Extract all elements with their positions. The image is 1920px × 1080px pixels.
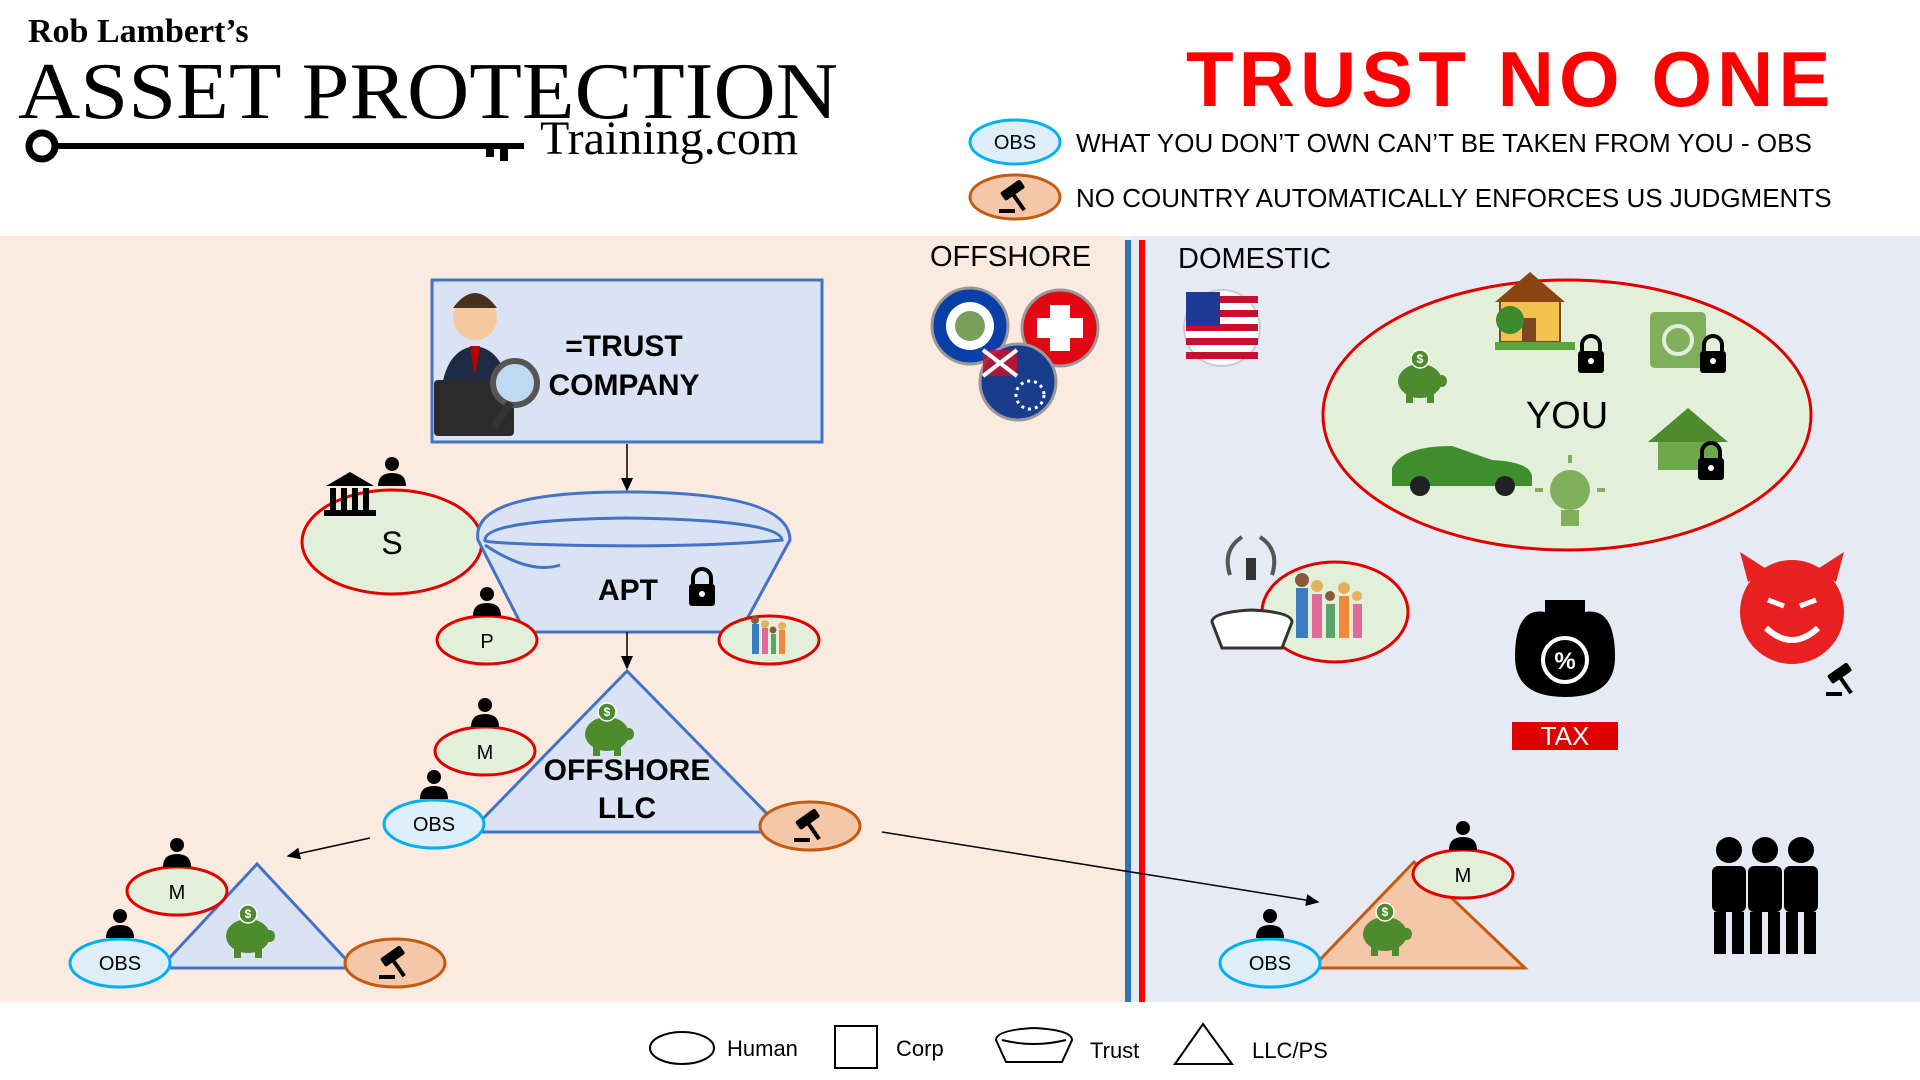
family-icon bbox=[751, 616, 786, 654]
sub-llc-obs-node[interactable] bbox=[68, 937, 172, 989]
tax-badge bbox=[1512, 722, 1618, 750]
connector-llc-sub bbox=[286, 837, 371, 860]
brand-main: ASSET PROTECTION bbox=[18, 48, 838, 136]
page-title: TRUST NO ONE bbox=[1186, 35, 1835, 123]
legend-corp-swatch bbox=[834, 1025, 878, 1069]
protector-label: P bbox=[480, 631, 493, 653]
domestic-llc-obs-label: OBS bbox=[1249, 953, 1291, 975]
sub-llc-manager-node[interactable] bbox=[125, 865, 229, 917]
house-icon bbox=[1495, 272, 1575, 350]
switzerland-flag bbox=[1020, 288, 1100, 368]
brand-logo: Rob Lambert’s ASSET PROTECTION Training.… bbox=[18, 13, 838, 165]
rule-judgments: NO COUNTRY AUTOMATICALLY ENFORCES US JUD… bbox=[968, 173, 1832, 221]
apt-trust[interactable] bbox=[476, 490, 792, 634]
trust-company-line2: COMPANY bbox=[548, 369, 699, 402]
rule-judgments-text: NO COUNTRY AUTOMATICALLY ENFORCES US JUD… bbox=[1076, 183, 1832, 213]
car-icon bbox=[1392, 446, 1532, 496]
legend-trust-label: Trust bbox=[1090, 1038, 1139, 1063]
legend-corp-label: Corp bbox=[896, 1036, 944, 1061]
legend-llc-swatch bbox=[1173, 1022, 1234, 1065]
domestic-llc-manager-label: M bbox=[1455, 865, 1472, 887]
offshore-label: OFFSHORE bbox=[930, 241, 1091, 273]
family-icon bbox=[1295, 573, 1362, 638]
tax-bag-icon: % bbox=[1515, 600, 1615, 697]
belize-flag bbox=[930, 286, 1010, 366]
trust-company-box[interactable]: =TRUST COMPANY bbox=[430, 278, 824, 444]
llc-obs-label: OBS bbox=[413, 814, 455, 836]
beneficiaries-node[interactable] bbox=[717, 614, 821, 666]
svg-text:%: % bbox=[1554, 648, 1575, 675]
usa-flag bbox=[1183, 289, 1261, 367]
llc-obs-node[interactable] bbox=[382, 798, 486, 850]
legend-trust-swatch bbox=[994, 1026, 1074, 1063]
you-label: YOU bbox=[1526, 395, 1608, 437]
legend-llc-label: LLC/PS bbox=[1252, 1038, 1328, 1063]
laurel-icon bbox=[1225, 535, 1277, 580]
offshore-llc-line2: LLC bbox=[598, 792, 656, 825]
offshore-llc[interactable] bbox=[466, 668, 789, 834]
obs-badge bbox=[968, 118, 1062, 166]
domestic-llc[interactable] bbox=[1308, 859, 1529, 970]
lightbulb-icon bbox=[1535, 455, 1605, 526]
offshore-llc-line1: OFFSHORE bbox=[544, 754, 711, 787]
protector-node[interactable] bbox=[435, 614, 539, 666]
sub-llc-obs-label: OBS bbox=[99, 953, 141, 975]
bank-icon bbox=[324, 472, 376, 516]
rule-obs-text: WHAT YOU DON’T OWN CAN’T BE TAKEN FROM Y… bbox=[1076, 128, 1812, 158]
key-icon bbox=[25, 129, 524, 163]
brand-top: Rob Lambert’s bbox=[28, 13, 249, 50]
legend-human-label: Human bbox=[727, 1036, 798, 1061]
connector-llc-domestic bbox=[881, 831, 1320, 907]
safe-icon bbox=[1650, 312, 1706, 368]
businessman-icon bbox=[434, 293, 540, 436]
apt-label: APT bbox=[598, 574, 658, 607]
llc-manager-node[interactable] bbox=[433, 725, 537, 777]
assets-icons bbox=[1392, 272, 1728, 526]
trust-bowl-icon bbox=[1210, 608, 1294, 650]
trust-company-line1: =TRUST bbox=[565, 330, 683, 363]
sub-llc-manager-label: M bbox=[169, 882, 186, 904]
rule-obs: OBS WHAT YOU DON’T OWN CAN’T BE TAKEN FR… bbox=[968, 118, 1812, 166]
legend: Human Corp Trust LLC/PS bbox=[649, 1022, 1328, 1069]
llc-manager-label: M bbox=[477, 742, 494, 764]
devil-icon bbox=[1740, 552, 1844, 664]
tax-label: TAX bbox=[1541, 721, 1590, 751]
people-group-icon bbox=[1712, 837, 1818, 954]
legend-human-swatch bbox=[649, 1031, 715, 1065]
cook-islands-flag bbox=[978, 342, 1058, 422]
domestic-llc-manager-node[interactable] bbox=[1411, 848, 1515, 900]
brand-domain: Training.com bbox=[540, 112, 798, 165]
obs-badge-label: OBS bbox=[994, 132, 1036, 154]
domestic-llc-obs-node[interactable] bbox=[1218, 937, 1322, 989]
domestic-label: DOMESTIC bbox=[1178, 243, 1331, 275]
settlor-label: S bbox=[381, 525, 402, 561]
